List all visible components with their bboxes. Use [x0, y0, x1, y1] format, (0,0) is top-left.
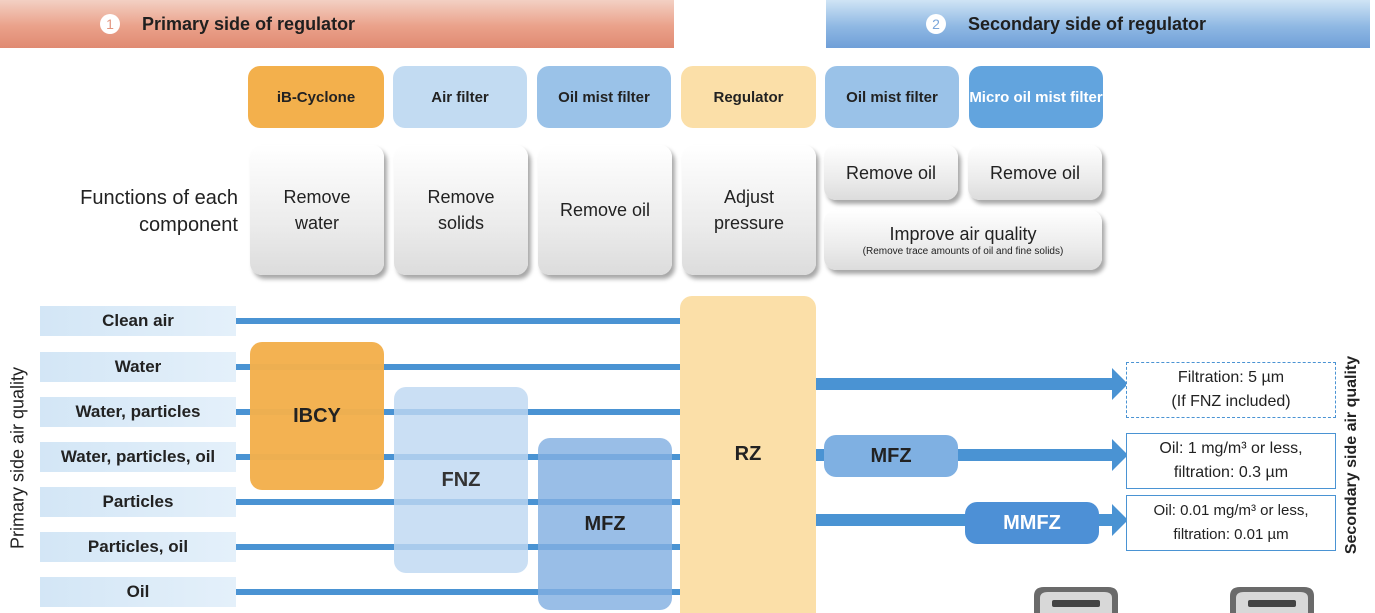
function-remove-oil-primary: Remove oil [538, 145, 672, 275]
block-ibcy: IBCY [250, 342, 384, 490]
row-label-water: Water [40, 352, 236, 382]
output-3-line1: Oil: 0.01 mg/m³ or less, [1153, 502, 1309, 519]
flow-line-water [236, 364, 686, 370]
header-micro-oil-mist-filter: Micro oil mist filter [969, 66, 1103, 128]
product-image-partial-right [1230, 587, 1314, 613]
output-3-line2: filtration: 0.01 µm [1173, 526, 1289, 543]
arrow-output-2 [816, 439, 1128, 471]
function-improve-air-quality: Improve air quality (Remove trace amount… [824, 210, 1102, 270]
header-air-filter: Air filter [393, 66, 527, 128]
output-2-line2: filtration: 0.3 µm [1173, 464, 1289, 481]
function-remove-solids: Remove solids [394, 145, 528, 275]
block-mfz-primary: MFZ [538, 438, 672, 610]
secondary-side-banner: 2 Secondary side of regulator [826, 0, 1370, 48]
block-fnz: FNZ [394, 387, 528, 573]
block-mmfz: MMFZ [965, 502, 1099, 544]
improve-air-quality-title: Improve air quality [889, 224, 1037, 244]
header-ib-cyclone: iB-Cyclone [248, 66, 384, 128]
output-box-3: Oil: 0.01 mg/m³ or less, filtration: 0.0… [1126, 495, 1336, 551]
function-remove-oil-micro: Remove oil [968, 145, 1102, 200]
output-1-line1: Filtration: 5 µm [1177, 369, 1285, 386]
secondary-side-air-quality-label: Secondary side air quality [1343, 355, 1360, 555]
flow-line-clean-air [236, 318, 686, 324]
row-label-oil: Oil [40, 577, 236, 607]
output-box-1: Filtration: 5 µm (If FNZ included) [1126, 362, 1336, 418]
function-adjust-pressure: Adjust pressure [682, 145, 816, 275]
output-2-line1: Oil: 1 mg/m³ or less, [1159, 440, 1303, 457]
arrow-output-1 [816, 368, 1128, 400]
block-rz: RZ [680, 296, 816, 613]
row-label-water-particles-oil: Water, particles, oil [40, 442, 236, 472]
header-oil-mist-filter-secondary: Oil mist filter [825, 66, 959, 128]
primary-side-banner: 1 Primary side of regulator [0, 0, 674, 48]
primary-side-title: Primary side of regulator [142, 13, 356, 34]
output-box-2: Oil: 1 mg/m³ or less, filtration: 0.3 µm [1126, 433, 1336, 489]
product-image-partial-left [1034, 587, 1118, 613]
header-oil-mist-filter-primary: Oil mist filter [537, 66, 671, 128]
row-label-particles: Particles [40, 487, 236, 517]
row-label-clean-air: Clean air [40, 306, 236, 336]
row-label-water-particles: Water, particles [40, 397, 236, 427]
secondary-number-badge: 2 [926, 14, 946, 34]
functions-heading: Functions of each component [80, 187, 238, 236]
row-label-particles-oil: Particles, oil [40, 532, 236, 562]
header-regulator: Regulator [681, 66, 816, 128]
secondary-side-title: Secondary side of regulator [968, 13, 1207, 34]
output-1-line2: (If FNZ included) [1171, 393, 1291, 410]
block-mfz-secondary: MFZ [824, 435, 958, 477]
primary-side-air-quality-label: Primary side air quality [7, 366, 28, 550]
improve-air-quality-subtitle: (Remove trace amounts of oil and fine so… [862, 246, 1064, 257]
primary-number-badge: 1 [100, 14, 120, 34]
function-remove-oil-secondary: Remove oil [824, 145, 958, 200]
function-remove-water: Remove water [250, 145, 384, 275]
flow-line-oil [236, 589, 686, 595]
